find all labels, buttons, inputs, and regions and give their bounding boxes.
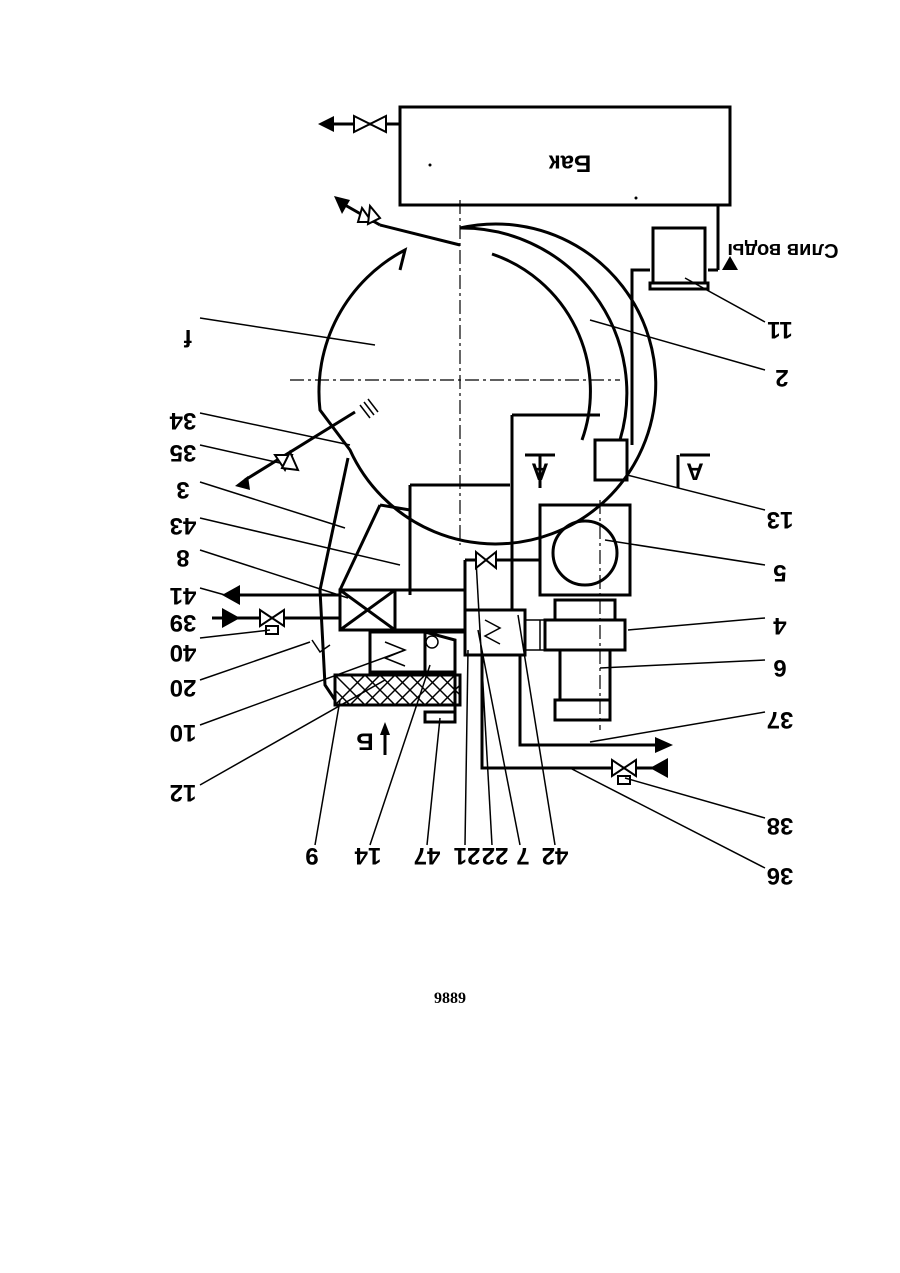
label-41: 41 (170, 582, 197, 609)
box-11 (653, 228, 705, 283)
vent-valve (334, 196, 460, 245)
label-42: 42 (542, 842, 569, 869)
label-4: 4 (773, 612, 787, 639)
label-5: 5 (773, 559, 786, 586)
inner-arc-2 (492, 254, 590, 440)
label-39: 39 (170, 609, 197, 636)
coupling-4 (545, 620, 625, 650)
label-2: 2 (775, 364, 788, 391)
box-13 (595, 440, 627, 480)
drain-valve-35 (235, 399, 378, 490)
main-vessel-f (319, 224, 656, 544)
label-9: 9 (305, 842, 318, 869)
heater-7 (465, 610, 525, 655)
label-12: 12 (170, 779, 197, 806)
section-a-right: A (686, 458, 703, 485)
label-10: 10 (170, 719, 197, 746)
leader-lines (200, 278, 765, 868)
label-43: 43 (170, 512, 197, 539)
label-14: 14 (354, 842, 381, 869)
label-36: 36 (767, 862, 794, 889)
label-11: 11 (767, 316, 792, 343)
outlet-arrow-41 (222, 585, 340, 605)
mixer-8 (340, 590, 465, 630)
label-40: 40 (170, 639, 197, 666)
insulation-12 (335, 675, 460, 705)
label-37: 37 (767, 706, 794, 733)
label-47: 47 (414, 842, 441, 869)
label-20: 20 (170, 674, 197, 701)
label-21: 21 (454, 842, 481, 869)
label-38: 38 (767, 812, 794, 839)
label-8: 8 (176, 544, 189, 571)
label-13: 13 (767, 506, 794, 533)
label-22: 22 (482, 842, 509, 869)
tank-label: Бак (548, 150, 592, 177)
label-34: 34 (169, 407, 196, 434)
outlet-arrow-37 (520, 655, 673, 753)
page-number: 9889 (0, 990, 900, 1008)
water-drain-label: Слив воды (727, 239, 838, 261)
label-3: 3 (176, 476, 189, 503)
label-6: 6 (773, 654, 786, 681)
label-35: 35 (170, 439, 197, 466)
section-b: Б (356, 728, 373, 755)
label-7: 7 (516, 842, 529, 869)
label-f: f (183, 324, 192, 351)
tank-outlet-valve (318, 116, 400, 132)
